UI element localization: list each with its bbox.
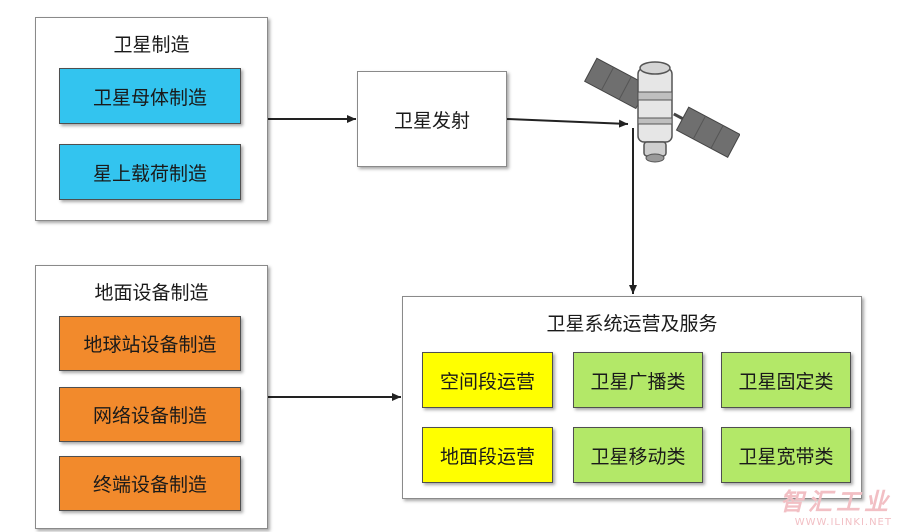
- watermark-brand: 智汇工业: [780, 488, 892, 516]
- satellite-manufacturing-title: 卫星制造: [113, 34, 190, 56]
- network-equipment-box: 网络设备制造: [59, 387, 241, 442]
- broadcast-service-box: 卫星广播类: [573, 352, 703, 408]
- payload-manufacturing-box: 星上载荷制造: [59, 144, 241, 200]
- arrow-launch-to-satellite: [506, 118, 629, 128]
- operations-title: 卫星系统运营及服务: [546, 313, 718, 335]
- satellite-bus-manufacturing-box: 卫星母体制造: [59, 68, 241, 124]
- space-segment-box: 空间段运营: [422, 352, 553, 408]
- ground-equipment-title: 地面设备制造: [94, 282, 209, 304]
- mobile-service-box: 卫星移动类: [573, 427, 703, 483]
- ground-segment-box: 地面段运营: [422, 427, 553, 483]
- satellite-icon: [583, 57, 740, 163]
- watermark: 智汇工业 WWW.ILINKI.NET: [780, 482, 892, 528]
- watermark-url: WWW.ILINKI.NET: [794, 517, 892, 528]
- satellite-launch-box: 卫星发射: [357, 71, 507, 167]
- earth-station-equipment-box: 地球站设备制造: [59, 316, 241, 371]
- terminal-equipment-box: 终端设备制造: [59, 456, 241, 511]
- broadband-service-box: 卫星宽带类: [721, 427, 851, 483]
- fixed-service-box: 卫星固定类: [721, 352, 851, 408]
